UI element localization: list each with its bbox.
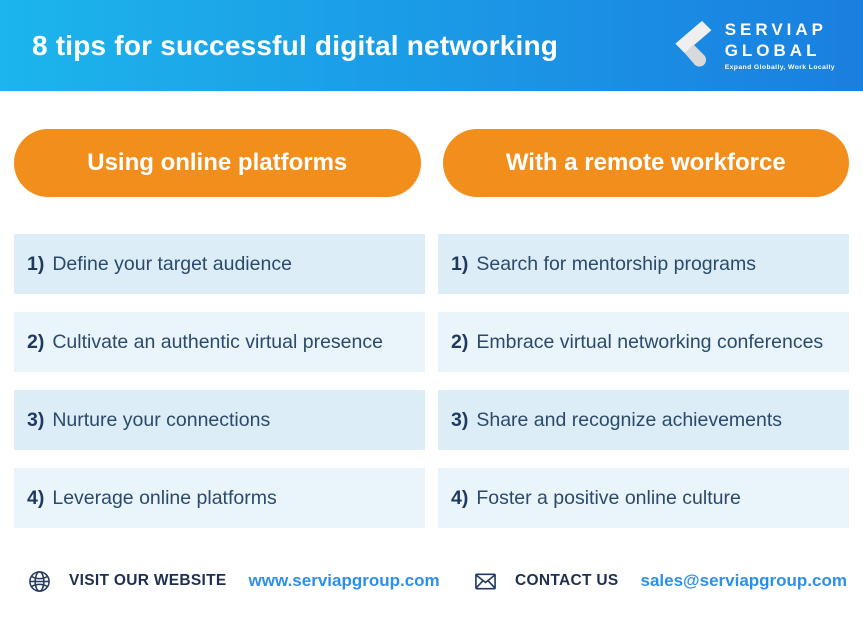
tip-number: 2)	[451, 330, 469, 353]
column-online-platforms: 1) Define your target audience 2) Cultiv…	[14, 234, 425, 528]
tip-text: Define your target audience	[52, 252, 292, 275]
list-item: 2) Embrace virtual networking conference…	[438, 312, 849, 372]
logo-name-line2: GLOBAL	[724, 40, 821, 60]
tip-number: 4)	[451, 486, 469, 509]
tips-columns: 1) Define your target audience 2) Cultiv…	[14, 234, 849, 528]
heading-online-platforms: Using online platforms	[14, 129, 421, 197]
contact-email-link[interactable]: sales@serviapgroup.com	[640, 571, 848, 590]
globe-icon	[29, 570, 50, 592]
main-content: Using online platforms With a remote wor…	[0, 91, 863, 528]
list-item: 1) Search for mentorship programs	[438, 234, 849, 294]
page-title: 8 tips for successful digital networking	[32, 29, 559, 61]
company-logo: SERVIAP GLOBAL Expand Globally, Work Loc…	[669, 15, 847, 77]
tip-text: Nurture your connections	[52, 408, 271, 431]
tip-text: Search for mentorship programs	[476, 252, 756, 275]
logo-text: SERVIAP GLOBAL Expand Globally, Work Loc…	[725, 20, 835, 70]
tip-number: 2)	[27, 330, 45, 353]
website-group: VISIT OUR WEBSITE www.serviapgroup.com	[28, 570, 440, 593]
tip-text: Leverage online platforms	[52, 486, 277, 509]
logo-tagline: Expand Globally, Work Locally	[724, 63, 835, 71]
contact-group: CONTACT US sales@serviapgroup.com	[474, 570, 847, 593]
serviap-logo-icon	[674, 20, 712, 67]
contact-us-label: CONTACT US	[515, 572, 619, 589]
tip-text: Embrace virtual networking conferences	[476, 330, 824, 353]
envelope-icon	[475, 572, 496, 590]
website-link[interactable]: www.serviapgroup.com	[248, 571, 440, 590]
tip-text: Cultivate an authentic virtual presence	[52, 330, 383, 353]
visit-website-label: VISIT OUR WEBSITE	[69, 572, 227, 589]
tip-number: 1)	[451, 252, 469, 275]
list-item: 2) Cultivate an authentic virtual presen…	[14, 312, 425, 372]
list-item: 4) Foster a positive online culture	[438, 468, 849, 528]
column-remote-workforce: 1) Search for mentorship programs 2) Emb…	[438, 234, 849, 528]
section-headings: Using online platforms With a remote wor…	[14, 129, 849, 197]
footer: VISIT OUR WEBSITE www.serviapgroup.com C…	[0, 548, 863, 628]
header-banner: 8 tips for successful digital networking…	[0, 0, 863, 91]
heading-remote-workforce: With a remote workforce	[442, 129, 849, 197]
tip-text: Foster a positive online culture	[476, 486, 741, 509]
tip-number: 3)	[27, 408, 45, 431]
tip-number: 1)	[27, 252, 45, 275]
list-item: 3) Share and recognize achievements	[438, 390, 849, 450]
list-item: 4) Leverage online platforms	[14, 468, 425, 528]
tip-number: 4)	[27, 486, 45, 509]
tip-text: Share and recognize achievements	[476, 408, 783, 431]
logo-name-line1: SERVIAP	[724, 20, 828, 40]
list-item: 1) Define your target audience	[14, 234, 425, 294]
list-item: 3) Nurture your connections	[14, 390, 425, 450]
tip-number: 3)	[451, 408, 469, 431]
